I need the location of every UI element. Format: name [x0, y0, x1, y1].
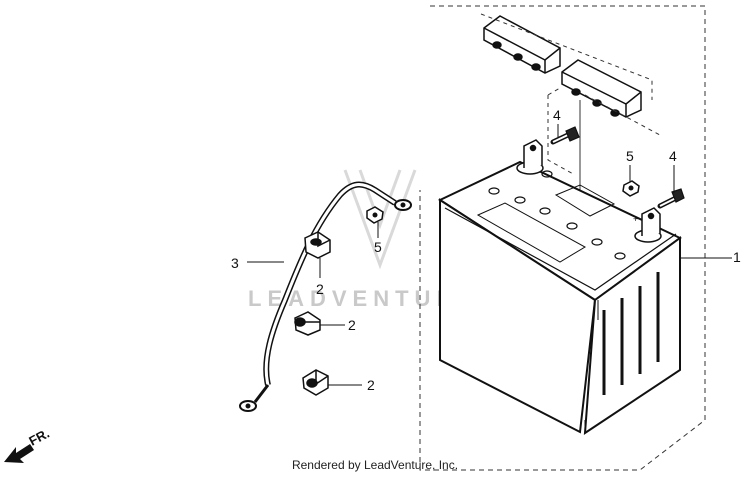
callout-battery: 1 [733, 249, 741, 265]
nut-right [622, 180, 640, 197]
terminal-boot-a [304, 231, 331, 259]
nut-cable [366, 206, 384, 224]
battery-cap-left [483, 15, 561, 74]
battery-cap-right [561, 59, 642, 118]
terminal-left [516, 139, 544, 175]
assembly-outline [419, 5, 706, 471]
callout-bolt-right: 4 [669, 148, 677, 164]
callout-terminal-boot-b: 2 [348, 317, 356, 333]
callout-cable: 3 [231, 255, 239, 271]
leader-lines [247, 124, 732, 386]
footer-credit: Rendered by LeadVenture, Inc. [291, 458, 459, 472]
terminal-boot-b [294, 311, 321, 336]
battery [437, 160, 682, 435]
bolt-right [657, 188, 685, 209]
svg-text:+: + [633, 214, 638, 224]
callout-nut-right: 5 [626, 148, 634, 164]
terminal-right: + [633, 207, 662, 243]
bolt-left [550, 126, 580, 145]
terminal-boot-c [302, 369, 329, 396]
callout-bolt-left: 4 [553, 107, 561, 123]
callout-terminal-boot-c: 2 [367, 377, 375, 393]
callout-terminal-boot-a: 2 [316, 281, 324, 297]
callout-nut-cable: 5 [374, 239, 382, 255]
